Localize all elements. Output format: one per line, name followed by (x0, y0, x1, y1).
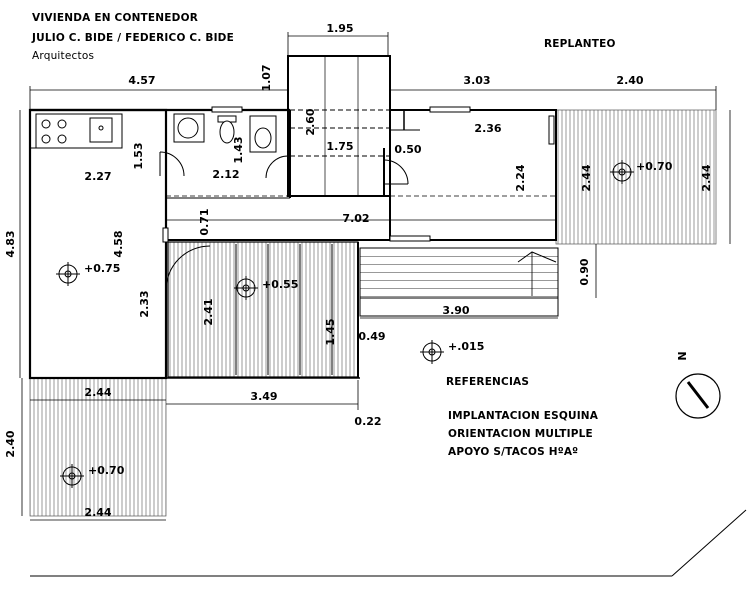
bathroom (159, 113, 289, 179)
architects-names: JULIO C. BIDE / FEDERICO C. BIDE (32, 32, 234, 44)
dim-090: 0.90 (578, 258, 591, 285)
dim-303: 3.03 (463, 74, 490, 87)
north-arrow-icon (675, 373, 721, 419)
dim-153: 1.53 (132, 142, 145, 169)
porch-deck (167, 241, 359, 378)
plan-title: REPLANTEO (544, 38, 616, 50)
stairs (359, 247, 559, 317)
references-title: REFERENCIAS (446, 376, 530, 388)
level-marker-deck-right (610, 160, 634, 184)
dim-050: 0.50 (394, 143, 421, 156)
dim-022: 0.22 (354, 415, 381, 428)
dim-195: 1.95 (326, 22, 353, 35)
references-support: APOYO S/TACOS HºAº (448, 446, 579, 458)
dimension-lines (19, 32, 731, 521)
level-marker-deck-left (60, 464, 84, 488)
dim-175: 1.75 (326, 140, 353, 153)
north-label: N (676, 351, 689, 360)
kitchen (35, 113, 123, 149)
dim-236: 2.36 (474, 122, 501, 135)
dim-145: 1.45 (324, 318, 337, 345)
level-living: +0.75 (84, 262, 120, 275)
level-deck-right: +0.70 (636, 160, 673, 173)
dim-233: 2.33 (138, 290, 151, 317)
dim-240-top: 2.40 (616, 74, 643, 87)
level-marker-ground (420, 340, 444, 364)
level-ground: +.015 (448, 340, 484, 353)
dim-458: 4.58 (112, 230, 125, 257)
dim-244-left-bottom: 2.44 (84, 506, 111, 519)
doors (165, 159, 409, 291)
references-implantation: IMPLANTACION ESQUINA (448, 410, 599, 422)
dim-143: 1.43 (232, 136, 245, 163)
dim-227: 2.27 (84, 170, 111, 183)
site-boundary (30, 509, 747, 577)
level-deck-left: +0.70 (88, 464, 125, 477)
dim-702: 7.02 (342, 212, 369, 225)
dim-244-deck-b: 2.44 (700, 164, 713, 191)
level-marker-porch (234, 276, 258, 300)
project-title: VIVIENDA EN CONTENEDOR (32, 12, 198, 24)
windows (162, 106, 555, 243)
architects-label: Arquitectos (32, 50, 95, 62)
level-porch: +0.55 (262, 278, 298, 291)
dim-483: 4.83 (4, 230, 17, 257)
dim-390: 3.90 (442, 304, 469, 317)
level-marker-living (56, 262, 80, 286)
dim-244-left-top: 2.44 (84, 386, 111, 399)
deck-right (555, 109, 717, 245)
dim-224: 2.24 (514, 164, 527, 191)
dim-240-left: 2.40 (4, 430, 17, 457)
dim-241: 2.41 (202, 298, 215, 325)
deck-left (29, 377, 167, 517)
dim-212: 2.12 (212, 168, 239, 181)
dim-457: 4.57 (128, 74, 155, 87)
dim-071: 0.71 (198, 208, 211, 235)
dim-049: 0.49 (358, 330, 385, 343)
dim-349: 3.49 (250, 390, 277, 403)
dim-260: 2.60 (304, 108, 317, 135)
references-orientation: ORIENTACION MULTIPLE (448, 428, 593, 440)
dim-244-deck-a: 2.44 (580, 164, 593, 191)
dim-107: 1.07 (260, 64, 273, 91)
